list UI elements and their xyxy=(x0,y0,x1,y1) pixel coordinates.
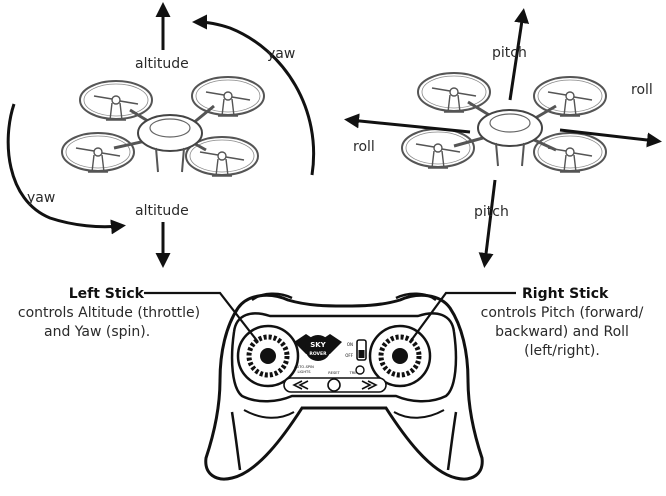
left-joystick[interactable] xyxy=(236,324,300,388)
trim-right-button[interactable] xyxy=(361,380,378,390)
roll-left-arrow xyxy=(344,113,471,134)
pitch-roll-arrows xyxy=(344,8,662,268)
right-stick-line1: controls Pitch (forward/ xyxy=(480,305,644,321)
brand-logo: SKY ROVER xyxy=(294,334,342,361)
right-stick-line3: (left/right). xyxy=(524,343,600,359)
pitch-bottom-label: pitch xyxy=(474,204,509,220)
roll-right-label: roll xyxy=(631,82,653,98)
right-stick-description: Right Stick controls Pitch (forward/ bac… xyxy=(462,285,662,361)
right-stick-line2: backward) and Roll xyxy=(495,324,629,340)
right-drone xyxy=(401,72,607,173)
left-stick-line2: and Yaw (spin). xyxy=(44,324,151,340)
left-stick-description: Left Stick controls Altitude (throttle) … xyxy=(4,285,214,342)
switch-off-label: OFF xyxy=(345,353,353,358)
left-drone xyxy=(61,76,265,177)
yaw-arrows xyxy=(6,14,315,235)
lights-label: LIGHTS xyxy=(297,370,311,374)
switch-on-label: ON xyxy=(347,342,353,347)
logo-text-rover: ROVER xyxy=(309,351,327,357)
left-stick-title: Left Stick xyxy=(68,286,144,302)
right-stick-leader-line xyxy=(409,291,516,343)
roll-right-arrow xyxy=(559,128,662,148)
control-buttons: AUTO-SPIN LIGHTS RESET TRIM xyxy=(283,365,387,393)
trim-button[interactable] xyxy=(355,365,365,375)
left-stick-leader-line xyxy=(144,291,259,343)
power-switch[interactable]: ON OFF xyxy=(345,339,367,361)
trim-left-button[interactable] xyxy=(292,380,309,390)
logo-text-sky: SKY xyxy=(310,341,326,349)
pitch-forward-arrow xyxy=(508,8,530,101)
yaw-left-label: yaw xyxy=(27,190,56,206)
yaw-top-arrow xyxy=(192,14,315,176)
roll-left-label: roll xyxy=(353,139,375,155)
auto-spin-label: AUTO-SPIN xyxy=(294,365,314,369)
right-joystick[interactable] xyxy=(368,324,432,388)
pitch-backward-arrow xyxy=(478,179,497,268)
altitude-up-label: altitude xyxy=(135,56,189,72)
left-stick-line1: controls Altitude (throttle) xyxy=(17,305,201,321)
trim-label: TRIM xyxy=(349,371,359,375)
right-stick-title: Right Stick xyxy=(522,286,609,302)
altitude-down-label: altitude xyxy=(135,203,189,219)
pitch-top-label: pitch xyxy=(492,45,527,61)
reset-button[interactable] xyxy=(327,378,341,392)
reset-label: RESET xyxy=(328,371,340,375)
yaw-bottom-arrow xyxy=(6,103,126,235)
yaw-top-label: yaw xyxy=(267,46,296,62)
